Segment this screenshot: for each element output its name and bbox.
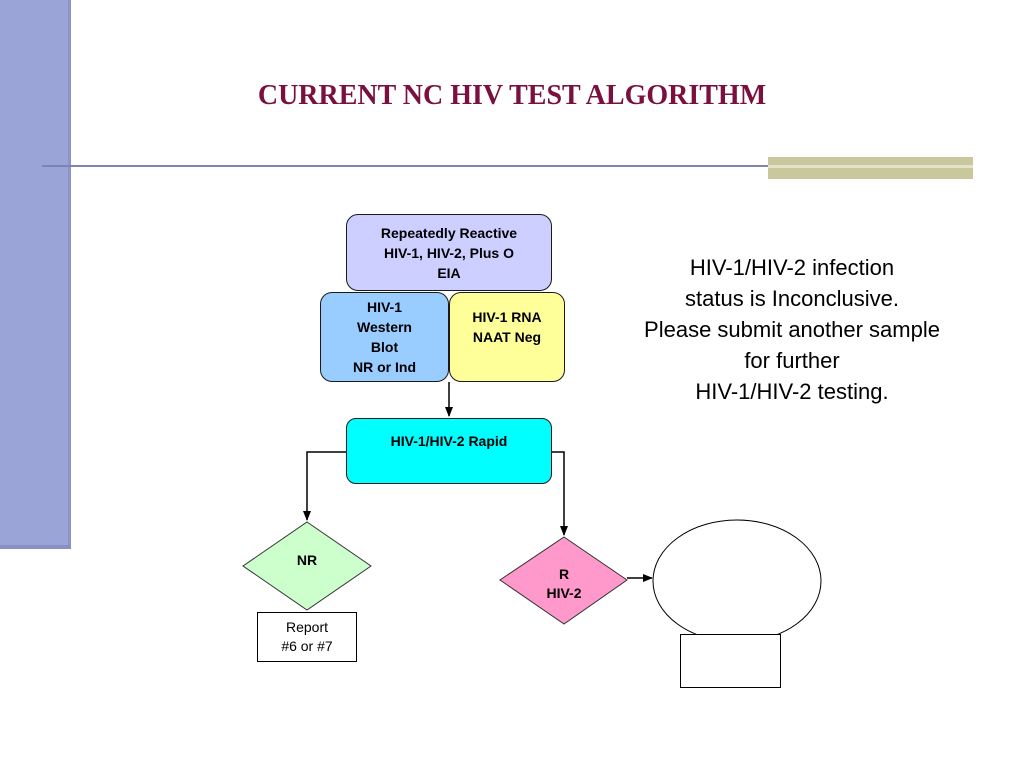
slide-title: CURRENT NC HIV TEST ALGORITHM: [257, 80, 767, 111]
connector-rapid-to-r: [552, 451, 568, 536]
rna-naat-box: HIV-1 RNA NAAT Neg: [449, 292, 565, 382]
report-box: Report #6 or #7: [257, 612, 357, 662]
title-divider: [42, 165, 772, 167]
r-hiv2-label: R HIV-2: [546, 566, 582, 601]
eia-box: Repeatedly Reactive HIV-1, HIV-2, Plus O…: [346, 214, 552, 291]
result-circle: [652, 519, 822, 643]
western-blot-box: HIV-1 Western Blot NR or Ind: [320, 292, 449, 382]
nr-label: NR: [296, 552, 318, 568]
connector-rapid-to-nr: [303, 451, 346, 521]
slide-side-band: [0, 0, 71, 548]
rapid-test-box: HIV-1/HIV-2 Rapid: [346, 418, 552, 484]
slide-side-band-edge: [0, 545, 71, 549]
title-divider-accent: [768, 157, 973, 179]
result-box: [680, 634, 781, 688]
inconclusive-note: HIV-1/HIV-2 infection status is Inconclu…: [644, 255, 940, 404]
